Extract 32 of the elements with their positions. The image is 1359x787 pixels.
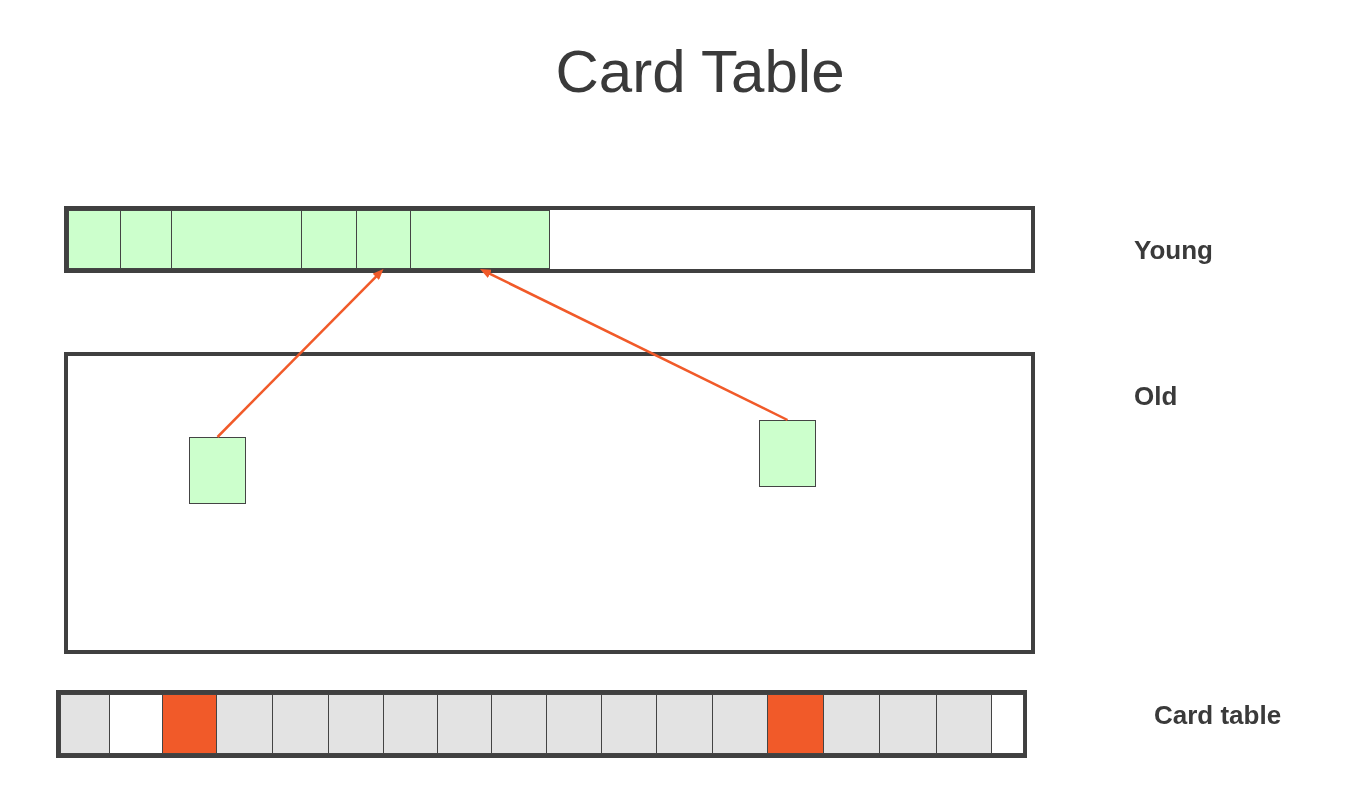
object-box: [759, 420, 816, 487]
card-cell: [823, 694, 880, 754]
card-cell: [546, 694, 602, 754]
card-cell: [383, 694, 438, 754]
object-cell: [356, 210, 411, 269]
object-box: [189, 437, 246, 504]
region-label: Old: [1134, 381, 1178, 411]
object-cell: [171, 210, 302, 269]
card-cell: [60, 694, 110, 754]
card-cell: [162, 694, 217, 754]
object-cell: [120, 210, 172, 269]
card-cell: [216, 694, 273, 754]
arrow: [480, 269, 789, 422]
object-cell: [301, 210, 357, 269]
card-cell: [109, 694, 163, 754]
title: Card Table: [555, 37, 845, 107]
card-cell: [936, 694, 992, 754]
card-cell: [272, 694, 329, 754]
card-cell: [712, 694, 768, 754]
card-cell: [328, 694, 384, 754]
card-cell: [991, 694, 1024, 754]
card-cell: [767, 694, 824, 754]
object-cell: [410, 210, 550, 269]
card-cell: [601, 694, 657, 754]
card-cell: [491, 694, 547, 754]
region-label: Young: [1134, 235, 1213, 265]
region-label: Card table: [1154, 700, 1282, 730]
arrow: [216, 269, 384, 438]
card-cell: [437, 694, 492, 754]
card-cell: [879, 694, 937, 754]
card-cell: [656, 694, 713, 754]
object-cell: [68, 210, 121, 269]
